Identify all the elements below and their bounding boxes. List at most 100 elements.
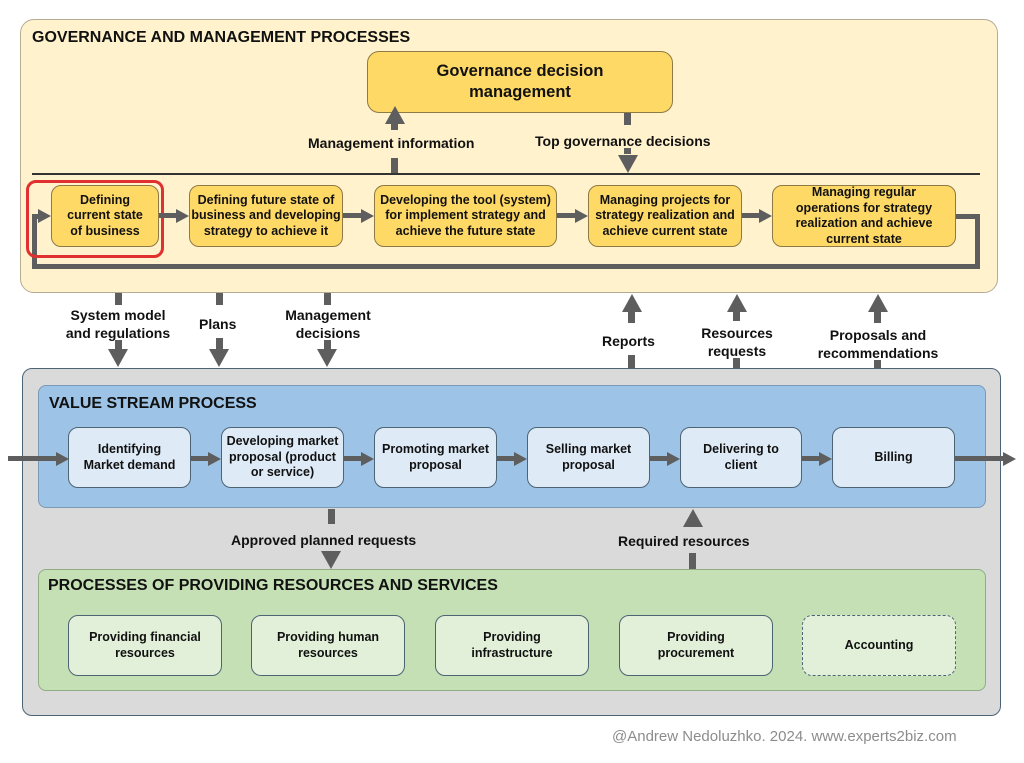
- vs-arrow-1-head-icon: [208, 452, 221, 466]
- process-box-future-state[interactable]: Defining future state of business and de…: [189, 185, 343, 247]
- vs-arrow-2-head-icon: [361, 452, 374, 466]
- value-step-label: Selling market proposal: [545, 442, 632, 472]
- governance-title: GOVERNANCE AND MANAGEMENT PROCESSES: [32, 29, 411, 46]
- governance-decision-box[interactable]: Governance decision management: [367, 51, 673, 113]
- proposals-arrow-shaft-bottom: [874, 360, 881, 369]
- system-model-label: System model and regulations: [65, 307, 171, 341]
- vs-arrow-3-head-icon: [514, 452, 527, 466]
- proposals-arrow-shaft-top: [874, 311, 881, 323]
- feedback-loop-bottom: [32, 264, 980, 269]
- vs-arrow-4-head-icon: [667, 452, 680, 466]
- value-step-identifying-demand[interactable]: Identifying Market demand: [68, 427, 191, 488]
- plans-arrow-head-icon: [209, 349, 229, 367]
- process-label: Managing projects for strategy realizati…: [595, 192, 735, 238]
- resource-label: Providing procurement: [657, 630, 735, 660]
- vs-arrow-2-shaft: [344, 456, 362, 461]
- resource-human[interactable]: Providing human resources: [251, 615, 405, 676]
- resource-infrastructure[interactable]: Providing infrastructure: [435, 615, 589, 676]
- process-label: Developing the tool (system) for impleme…: [380, 192, 551, 238]
- vs-arrow-3-shaft: [497, 456, 515, 461]
- mgmt-decisions-arrow-head-icon: [317, 349, 337, 367]
- vs-arrow-5-shaft: [802, 456, 820, 461]
- value-step-label: Delivering to client: [703, 442, 779, 472]
- feedback-loop-left-stub: [32, 214, 40, 219]
- gov-arrow-1-shaft: [159, 213, 177, 218]
- resources-title: PROCESSES OF PROVIDING RESOURCES AND SER…: [48, 577, 498, 594]
- reports-arrow-head-icon: [622, 294, 642, 312]
- value-step-delivering[interactable]: Delivering to client: [680, 427, 802, 488]
- resource-procurement[interactable]: Providing procurement: [619, 615, 773, 676]
- approved-planned-requests-label: Approved planned requests: [231, 532, 417, 548]
- gov-arrow-2-shaft: [343, 213, 362, 218]
- mgmt-info-arrow-shaft-upper: [391, 120, 398, 130]
- resource-financial[interactable]: Providing financial resources: [68, 615, 222, 676]
- resource-label: Accounting: [844, 637, 914, 652]
- value-stream-panel: [38, 385, 986, 508]
- mgmt-info-arrow-head-icon: [385, 106, 405, 124]
- management-decisions-label: Management decisions: [285, 307, 371, 341]
- required-resources-label: Required resources: [618, 533, 750, 549]
- resource-label: Providing financial resources: [89, 630, 201, 660]
- approved-requests-arrow-shaft: [328, 509, 335, 524]
- gov-arrow-4-head-icon: [759, 209, 772, 223]
- system-model-arrow-shaft-bottom: [115, 340, 122, 350]
- value-step-label: Developing market proposal (product or s…: [226, 434, 339, 480]
- resources-requests-arrow-shaft-bottom: [733, 358, 740, 369]
- value-step-label: Promoting market proposal: [382, 442, 489, 472]
- top-governance-decisions-label: Top governance decisions: [535, 133, 711, 149]
- gov-arrow-3-head-icon: [575, 209, 588, 223]
- process-box-current-state[interactable]: Defining current state of business: [51, 185, 159, 247]
- mgmt-decisions-arrow-shaft-bottom: [324, 340, 331, 350]
- resource-accounting[interactable]: Accounting: [802, 615, 956, 676]
- process-box-managing-projects[interactable]: Managing projects for strategy realizati…: [588, 185, 742, 247]
- value-step-label: Identifying Market demand: [83, 442, 176, 472]
- feedback-loop-left: [32, 216, 37, 269]
- required-resources-arrow-head-icon: [683, 509, 703, 527]
- value-step-developing-proposal[interactable]: Developing market proposal (product or s…: [221, 427, 344, 488]
- approved-requests-arrow-head-icon: [321, 551, 341, 569]
- process-label: Managing regular operations for strategy…: [795, 185, 933, 246]
- system-model-arrow-shaft-top: [115, 293, 122, 305]
- feedback-loop-right-stub: [955, 214, 980, 219]
- resources-requests-label: Resources requests: [701, 325, 773, 359]
- value-stream-exit-head-icon: [1003, 452, 1016, 466]
- resource-label: Providing human resources: [276, 630, 380, 660]
- process-label: Defining current state of business: [67, 192, 143, 238]
- value-stream-entry-shaft: [8, 456, 60, 461]
- process-label: Defining future state of business and de…: [191, 192, 341, 238]
- top-gov-arrow-head-icon: [618, 155, 638, 173]
- process-box-developing-tool[interactable]: Developing the tool (system) for impleme…: [374, 185, 557, 247]
- system-model-arrow-head-icon: [108, 349, 128, 367]
- value-stream-entry-head-icon: [56, 452, 69, 466]
- vs-arrow-1-shaft: [191, 456, 209, 461]
- process-box-regular-operations[interactable]: Managing regular operations for strategy…: [772, 185, 956, 247]
- feedback-arrow-head-icon: [38, 209, 51, 223]
- value-step-promoting-proposal[interactable]: Promoting market proposal: [374, 427, 497, 488]
- value-step-selling-proposal[interactable]: Selling market proposal: [527, 427, 650, 488]
- value-step-label: Billing: [874, 449, 913, 464]
- required-resources-arrow-shaft: [689, 553, 696, 569]
- footer-credit: @Andrew Nedoluzhko. 2024. www.experts2bi…: [612, 728, 957, 745]
- gov-arrow-4-shaft: [742, 213, 759, 218]
- value-step-billing[interactable]: Billing: [832, 427, 955, 488]
- vs-arrow-4-shaft: [650, 456, 668, 461]
- reports-label: Reports: [602, 333, 655, 349]
- plans-arrow-shaft-bottom: [216, 338, 223, 350]
- mgmt-decisions-arrow-shaft-top: [324, 293, 331, 305]
- reports-arrow-shaft-top: [628, 311, 635, 323]
- value-stream-title: VALUE STREAM PROCESS: [49, 395, 257, 412]
- resources-requests-arrow-shaft-top: [733, 311, 740, 321]
- vs-arrow-5-head-icon: [819, 452, 832, 466]
- mgmt-info-arrow-shaft-lower: [391, 158, 398, 174]
- proposals-arrow-head-icon: [868, 294, 888, 312]
- feedback-loop-right: [975, 214, 980, 269]
- reports-arrow-shaft-bottom: [628, 355, 635, 369]
- plans-label: Plans: [199, 316, 237, 332]
- top-gov-arrow-shaft-upper: [624, 113, 631, 125]
- highlight-frame: [26, 180, 164, 258]
- plans-arrow-shaft-top: [216, 293, 223, 305]
- top-gov-arrow-shaft-lower: [624, 148, 631, 154]
- gov-arrow-2-head-icon: [361, 209, 374, 223]
- management-information-label: Management information: [308, 135, 475, 151]
- value-stream-exit-shaft: [955, 456, 1005, 461]
